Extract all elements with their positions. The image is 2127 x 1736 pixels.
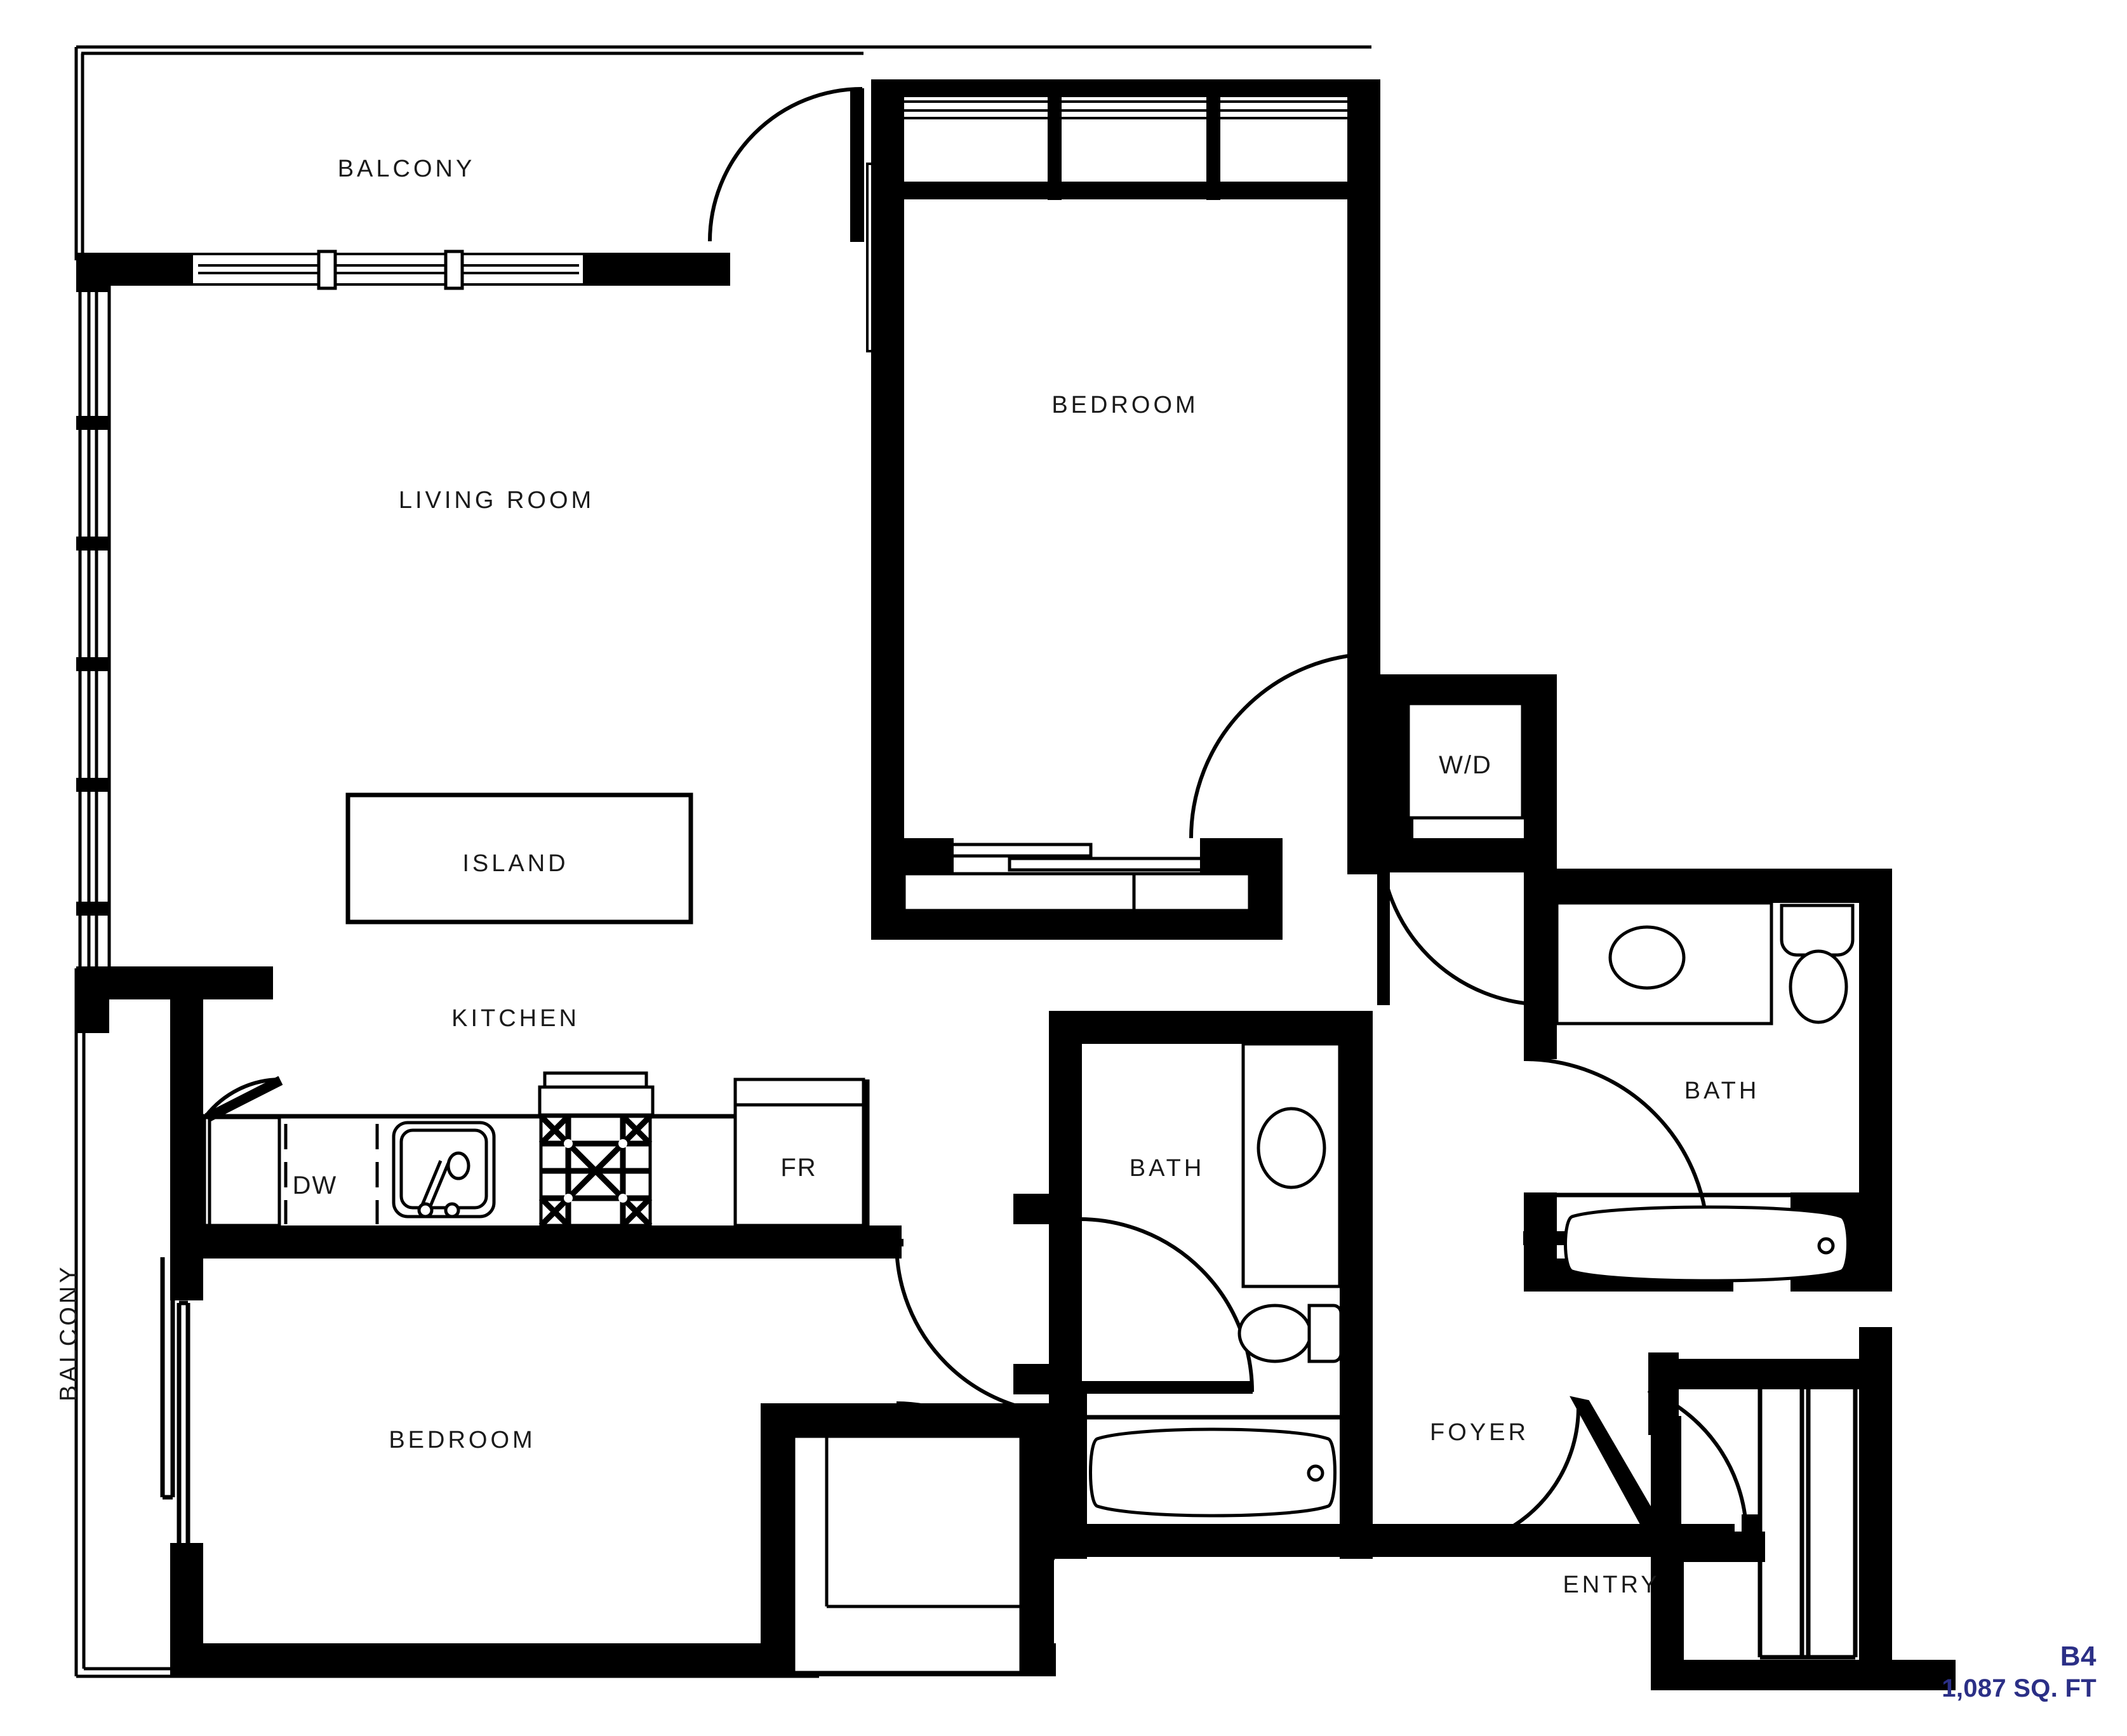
door-balcony-to-bedroom[interactable] [708,87,864,242]
refrigerator: FR [733,1078,865,1227]
room-label-island: ISLAND [462,850,568,877]
refrigerator-label: FR [780,1154,817,1182]
unit-name: B4 [2060,1640,2097,1672]
window-bedroom-top [904,100,1347,119]
window-sliding-bedroom-bottom [160,1257,190,1557]
door-bath-center[interactable] [1079,1217,1254,1394]
kitchen-sink-icon [392,1121,496,1219]
toilet-right [1780,904,1855,1024]
door-entry[interactable] [1492,1396,1666,1542]
room-label-balcony-left: BALCONY [56,1264,83,1401]
vanity-sink-center [1241,1042,1342,1288]
door-bedroom-bottom[interactable] [891,1239,1069,1415]
room-label-bedroom-bottom: BEDROOM [389,1427,535,1453]
cooktop-icon [538,1071,655,1228]
dishwasher-label: DW [293,1172,338,1199]
room-label-balcony-top: BALCONY [338,156,476,182]
door-bedroom-top[interactable] [1189,652,1377,841]
unit-info-block: B4 1,087 SQ. FT [1942,1639,2097,1704]
dishwasher: DW [284,1124,379,1224]
kitchen-island [345,792,693,925]
room-label-living-room: LIVING ROOM [399,487,594,514]
bathtub-center [1082,1415,1340,1518]
room-label-bath-center: BATH [1130,1155,1205,1182]
washer-dryer: W/D [1406,702,1524,820]
bathtub-right [1557,1192,1859,1283]
door-entry-closet[interactable] [1647,1389,1759,1532]
window-sliding-living [190,250,585,290]
vanity-sink-right [1555,901,1773,1025]
walk-in-closet-icon [792,1434,1023,1674]
room-label-bath-right: BATH [1684,1078,1760,1104]
room-label-foyer: FOYER [1430,1419,1529,1446]
window-bedroom-top-left-pane [866,163,898,352]
door-wd-closet[interactable] [1377,839,1546,1006]
pantry-door-icon [203,1076,283,1227]
toilet-center [1237,1304,1343,1363]
unit-area: 1,087 SQ. FT [1942,1674,2097,1703]
room-label-kitchen: KITCHEN [451,1005,580,1032]
balcony-top-outline [74,45,1371,260]
washer-dryer-label: W/D [1439,751,1492,779]
room-label-entry: ENTRY [1563,1572,1660,1598]
room-label-bedroom-top: BEDROOM [1051,392,1198,418]
